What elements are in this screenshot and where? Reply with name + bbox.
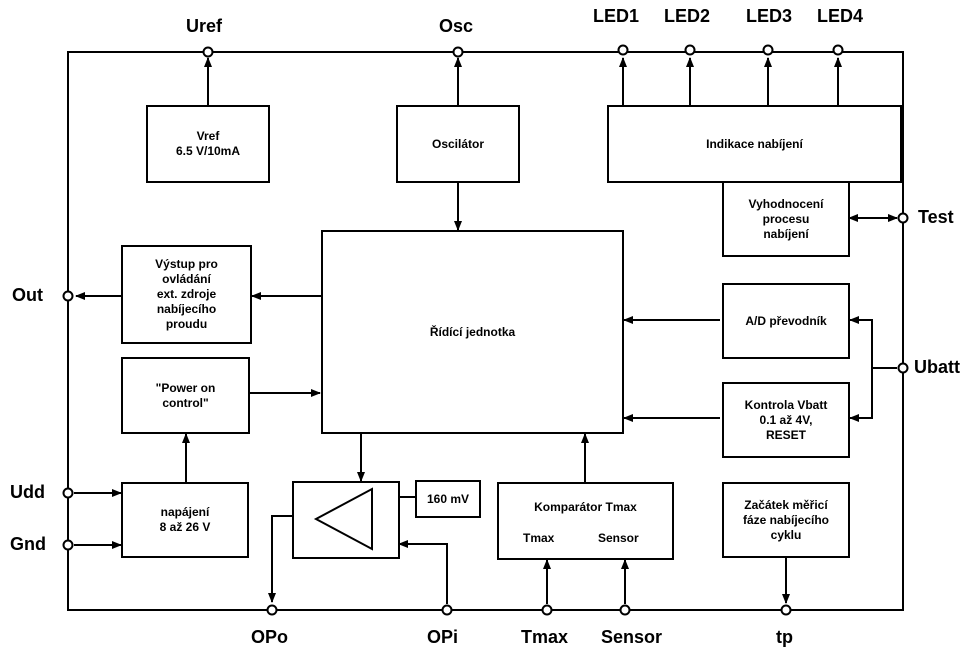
pin-led2-label: LED2 <box>664 6 711 26</box>
block-power-on-label: "Power on control" <box>155 380 216 410</box>
pin-led2-terminal <box>684 44 696 56</box>
pin-uref-terminal <box>202 46 214 58</box>
pin-tmax-terminal <box>541 604 553 616</box>
block-kontrola: Kontrola Vbatt 0.1 až 4V, RESET <box>722 382 850 458</box>
block-160mv: 160 mV <box>415 480 481 518</box>
pin-opi-label: OPi <box>427 627 459 647</box>
block-napajeni-label: napájení 8 až 26 V <box>159 505 211 534</box>
wire-amp-opo <box>268 515 294 603</box>
pin-led3-label: LED3 <box>746 6 793 26</box>
block-vref: Vref 6.5 V/10mA <box>146 105 270 183</box>
block-vystup-label: Výstup pro ovládání ext. zdroje nabíjecí… <box>155 257 218 331</box>
pin-sensor-label: Sensor <box>601 627 663 647</box>
chip-outline <box>67 51 904 611</box>
block-oscilator: Oscilátor <box>396 105 520 183</box>
pin-out-terminal <box>62 290 74 302</box>
pin-tmax-label: Tmax <box>521 627 569 647</box>
block-vyhodnoceni: Vyhodnocení procesu nabíjení <box>722 181 850 257</box>
block-zacatek: Začátek měřicí fáze nabíjecího cyklu <box>722 482 850 558</box>
pin-gnd-terminal <box>62 539 74 551</box>
block-power-on: "Power on control" <box>121 357 250 434</box>
pin-opi-terminal <box>441 604 453 616</box>
block-ridici: Řídící jednotka <box>321 230 624 434</box>
block-kontrola-label: Kontrola Vbatt 0.1 až 4V, RESET <box>744 397 828 442</box>
pin-test-label: Test <box>918 207 954 227</box>
pin-osc-terminal <box>452 46 464 58</box>
pin-led3-terminal <box>762 44 774 56</box>
comparator-input-sensor: Sensor <box>598 531 639 545</box>
pin-ubatt-label: Ubatt <box>914 357 960 377</box>
pin-led1-label: LED1 <box>593 6 640 26</box>
pin-ubatt-terminal <box>897 362 909 374</box>
block-vref-label: Vref 6.5 V/10mA <box>175 129 241 158</box>
block-vyhodnoceni-label: Vyhodnocení procesu nabíjení <box>748 196 824 241</box>
block-komparator: Komparátor Tmax <box>497 482 674 560</box>
block-zacatek-label: Začátek měřicí fáze nabíjecího cyklu <box>742 497 830 542</box>
pin-led4-terminal <box>832 44 844 56</box>
pin-led4-label: LED4 <box>817 6 864 26</box>
pin-opo-label: OPo <box>251 627 289 647</box>
pin-sensor-terminal <box>619 604 631 616</box>
block-indikace: Indikace nabíjení <box>607 105 902 183</box>
block-vystup: Výstup pro ovládání ext. zdroje nabíjecí… <box>121 245 252 344</box>
pin-opo-terminal <box>266 604 278 616</box>
amplifier-box <box>292 481 400 559</box>
wire-ubatt-bus <box>858 319 873 419</box>
pin-tp-label: tp <box>776 627 793 647</box>
block-ridici-label: Řídící jednotka <box>429 324 516 339</box>
pin-test-terminal <box>897 212 909 224</box>
block-160mv-label: 160 mV <box>426 491 470 506</box>
pin-out-label: Out <box>12 285 43 305</box>
pin-udd-label: Udd <box>10 482 45 502</box>
block-ad: A/D převodník <box>722 283 850 359</box>
block-napajeni: napájení 8 až 26 V <box>121 482 249 558</box>
block-ad-label: A/D převodník <box>745 313 827 328</box>
comparator-input-tmax: Tmax <box>523 531 555 545</box>
pin-uref-label: Uref <box>186 16 223 36</box>
block-komparator-label: Komparátor Tmax <box>534 500 637 514</box>
wire-opi-amp <box>398 540 448 604</box>
block-oscilator-label: Oscilátor <box>431 136 485 151</box>
pin-led1-terminal <box>617 44 629 56</box>
block-indikace-label: Indikace nabíjení <box>706 136 803 151</box>
pin-gnd-label: Gnd <box>10 534 46 554</box>
amplifier-triangle <box>313 487 373 551</box>
pin-osc-label: Osc <box>439 16 474 36</box>
pin-udd-terminal <box>62 487 74 499</box>
pin-tp-terminal <box>780 604 792 616</box>
